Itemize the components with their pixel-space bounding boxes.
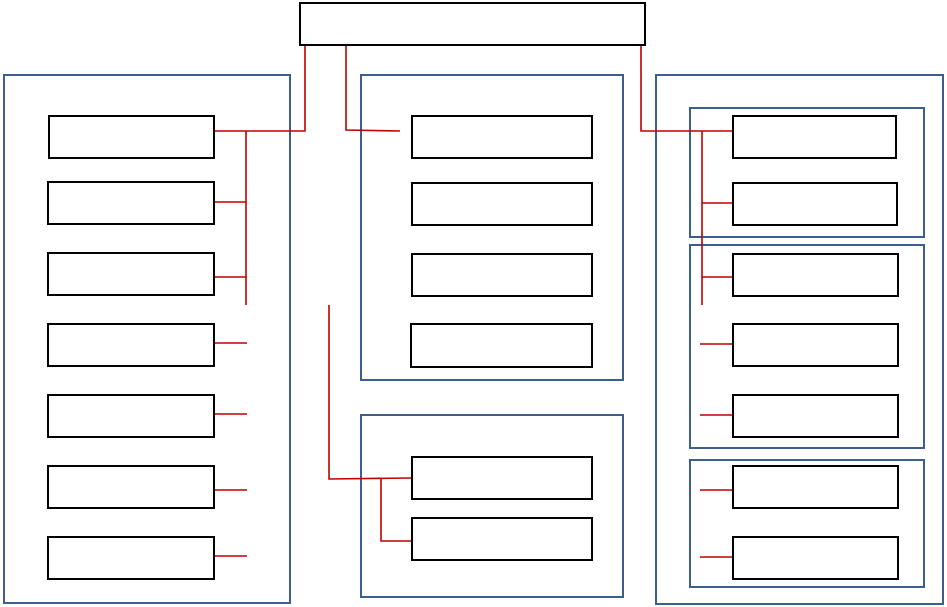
left-node-7 — [47, 536, 215, 580]
middle-bottom-bus-connector — [328, 305, 413, 480]
middle-bottom-node-1 — [411, 456, 593, 500]
left-node-5 — [47, 394, 215, 438]
right-subgroup-2-node-2 — [732, 323, 899, 367]
root-to-left-connector — [214, 45, 306, 132]
root-node — [299, 2, 646, 46]
right-subgroup-3-node-2 — [732, 536, 899, 580]
middle-top-group-frame — [360, 74, 624, 381]
left-node-2 — [47, 181, 215, 225]
right-subgroup-1-node-1 — [732, 115, 897, 159]
connectors — [214, 45, 733, 558]
middle-top-node-3 — [411, 253, 593, 297]
right-group-nodes — [732, 115, 899, 580]
left-node-6 — [47, 465, 215, 509]
right-subgroup-3-frame — [689, 459, 925, 588]
left-node-3 — [47, 252, 215, 296]
left-node-4 — [47, 323, 215, 367]
middle-bottom-branch-connector — [380, 479, 412, 542]
left-node-1 — [48, 115, 215, 159]
right-subgroup-2-frame — [689, 244, 925, 449]
right-subgroup-2-node-3 — [732, 394, 899, 438]
middle-top-node-1 — [411, 115, 593, 159]
middle-top-node-4 — [410, 323, 593, 368]
left-group-frame — [3, 74, 291, 604]
right-subgroup-1-frame — [689, 107, 925, 238]
middle-top-node-2 — [411, 182, 593, 226]
middle-top-group-nodes — [410, 115, 593, 368]
right-subgroup-2-node-1 — [732, 253, 899, 297]
left-group-nodes — [47, 115, 215, 580]
root-to-middle-top-connector — [345, 45, 401, 132]
right-subgroup-1-node-2 — [732, 182, 898, 226]
middle-bottom-node-2 — [411, 517, 593, 561]
middle-bottom-group-frame — [360, 414, 624, 598]
right-group-frame — [655, 74, 944, 605]
group-frames — [3, 74, 944, 605]
root-to-right-connector — [640, 45, 733, 132]
middle-bottom-group-nodes — [411, 456, 593, 561]
root-node-box — [299, 2, 646, 46]
right-subgroup-3-node-1 — [732, 465, 899, 509]
